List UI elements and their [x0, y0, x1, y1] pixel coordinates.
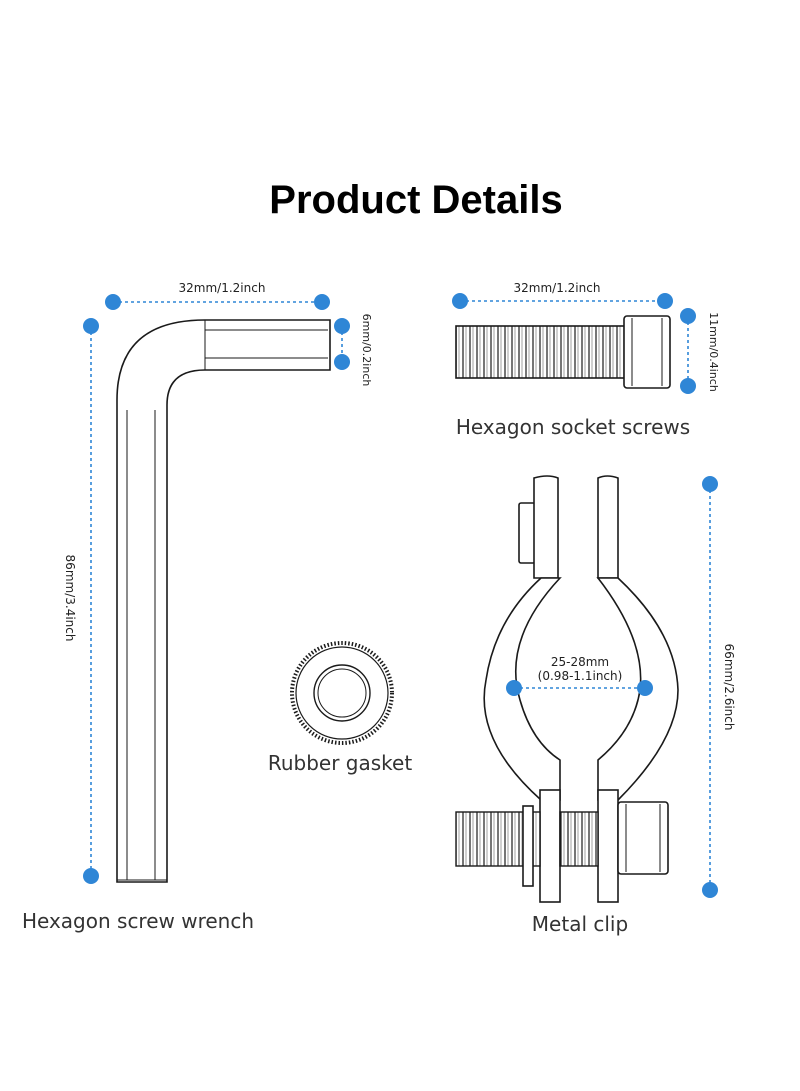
- dimension-dot: [314, 294, 330, 310]
- socket-screw-drawing: [455, 315, 671, 389]
- dimension-dot: [680, 378, 696, 394]
- dimension-dot: [334, 318, 350, 334]
- rubber-gasket-drawing: [290, 641, 394, 745]
- wrench-thickness-label: 6mm/0.2inch: [360, 314, 373, 387]
- wrench-thickness-dimension: 6mm/0.2inch: [334, 314, 373, 387]
- clip-height-label: 66mm/2.6inch: [722, 644, 736, 731]
- dimension-dot: [657, 293, 673, 309]
- dimension-dot: [334, 354, 350, 370]
- dimension-dot: [637, 680, 653, 696]
- gasket-caption: Rubber gasket: [268, 751, 412, 775]
- page-title: Product Details: [269, 178, 562, 222]
- screws-caption: Hexagon socket screws: [456, 415, 690, 439]
- dimension-dot: [105, 294, 121, 310]
- clip-height-dimension: 66mm/2.6inch: [702, 476, 736, 898]
- dimension-dot: [83, 868, 99, 884]
- clip-diameter-dimension: 25-28mm (0.98-1.1inch): [506, 655, 653, 696]
- wrench-width-dimension: 32mm/1.2inch: [105, 281, 330, 310]
- screw-height-dimension: 11mm/0.4inch: [680, 308, 720, 394]
- clip-caption: Metal clip: [532, 912, 628, 936]
- screw-width-label: 32mm/1.2inch: [514, 281, 601, 295]
- wrench-width-label: 32mm/1.2inch: [179, 281, 266, 295]
- metal-clip-drawing: [455, 475, 679, 903]
- wrench-caption: Hexagon screw wrench: [22, 909, 254, 933]
- wrench-height-dimension: 86mm/3.4inch: [63, 318, 99, 884]
- clip-diameter-label-inch: (0.98-1.1inch): [538, 669, 623, 683]
- hex-wrench-drawing: [116, 319, 331, 883]
- wrench-height-label: 86mm/3.4inch: [63, 555, 77, 642]
- screw-height-label: 11mm/0.4inch: [707, 312, 720, 392]
- clip-diameter-label-mm: 25-28mm: [551, 655, 609, 669]
- dimension-dot: [702, 882, 718, 898]
- dimension-dot: [452, 293, 468, 309]
- dimension-dot: [83, 318, 99, 334]
- dimension-dot: [702, 476, 718, 492]
- screw-width-dimension: 32mm/1.2inch: [452, 281, 673, 309]
- dimension-dot: [680, 308, 696, 324]
- dimension-dot: [506, 680, 522, 696]
